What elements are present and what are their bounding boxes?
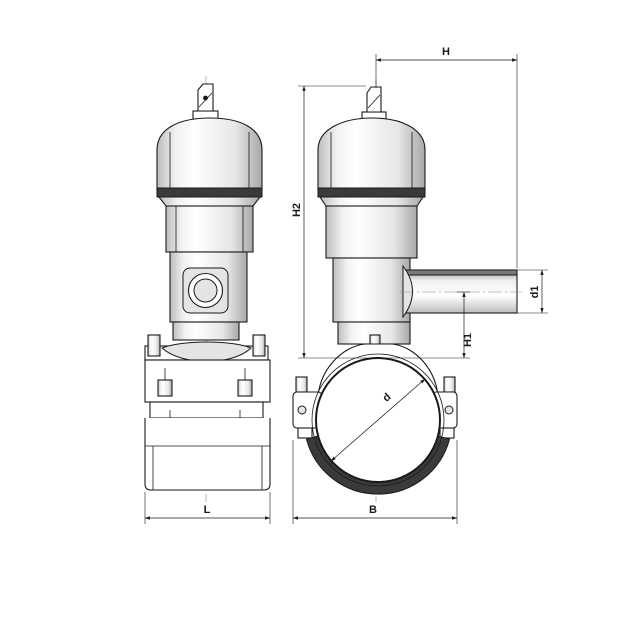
label-B: B [369, 504, 377, 516]
pipe-front [144, 418, 271, 491]
outlet-spigot-side [402, 264, 518, 319]
bolt-nuts-front [157, 368, 253, 397]
label-d1: d1 [529, 286, 541, 299]
label-H1: H1 [462, 333, 474, 347]
label-L: L [204, 504, 211, 516]
label-H: H [442, 46, 450, 58]
cap-dome-front [156, 117, 263, 191]
body-shoulder-side [318, 196, 425, 207]
label-H2: H2 [291, 203, 303, 217]
cap-band-side [317, 187, 426, 198]
cap-band-front [156, 187, 263, 198]
side-view [292, 78, 518, 502]
front-view [144, 76, 271, 502]
terminal-pin-side [361, 86, 387, 120]
dimension-d1: d1 [517, 269, 548, 314]
saddle-top-front [144, 334, 269, 362]
terminal-pin-front [192, 83, 219, 120]
dimension-H1: H1 [378, 291, 522, 359]
upper-body-front [165, 205, 254, 253]
dimension-H: H [375, 46, 518, 268]
dimension-B: B [292, 440, 458, 524]
collar-front [172, 321, 240, 341]
upper-body-side [325, 205, 418, 259]
body-shoulder-front [157, 196, 262, 207]
dimension-H2: H2 [291, 85, 378, 359]
clamp-band-front [149, 401, 264, 419]
dimension-L: L [144, 492, 271, 524]
outlet-housing-side [332, 257, 411, 323]
outlet-port-front [182, 267, 229, 314]
cap-dome-side [317, 117, 426, 191]
